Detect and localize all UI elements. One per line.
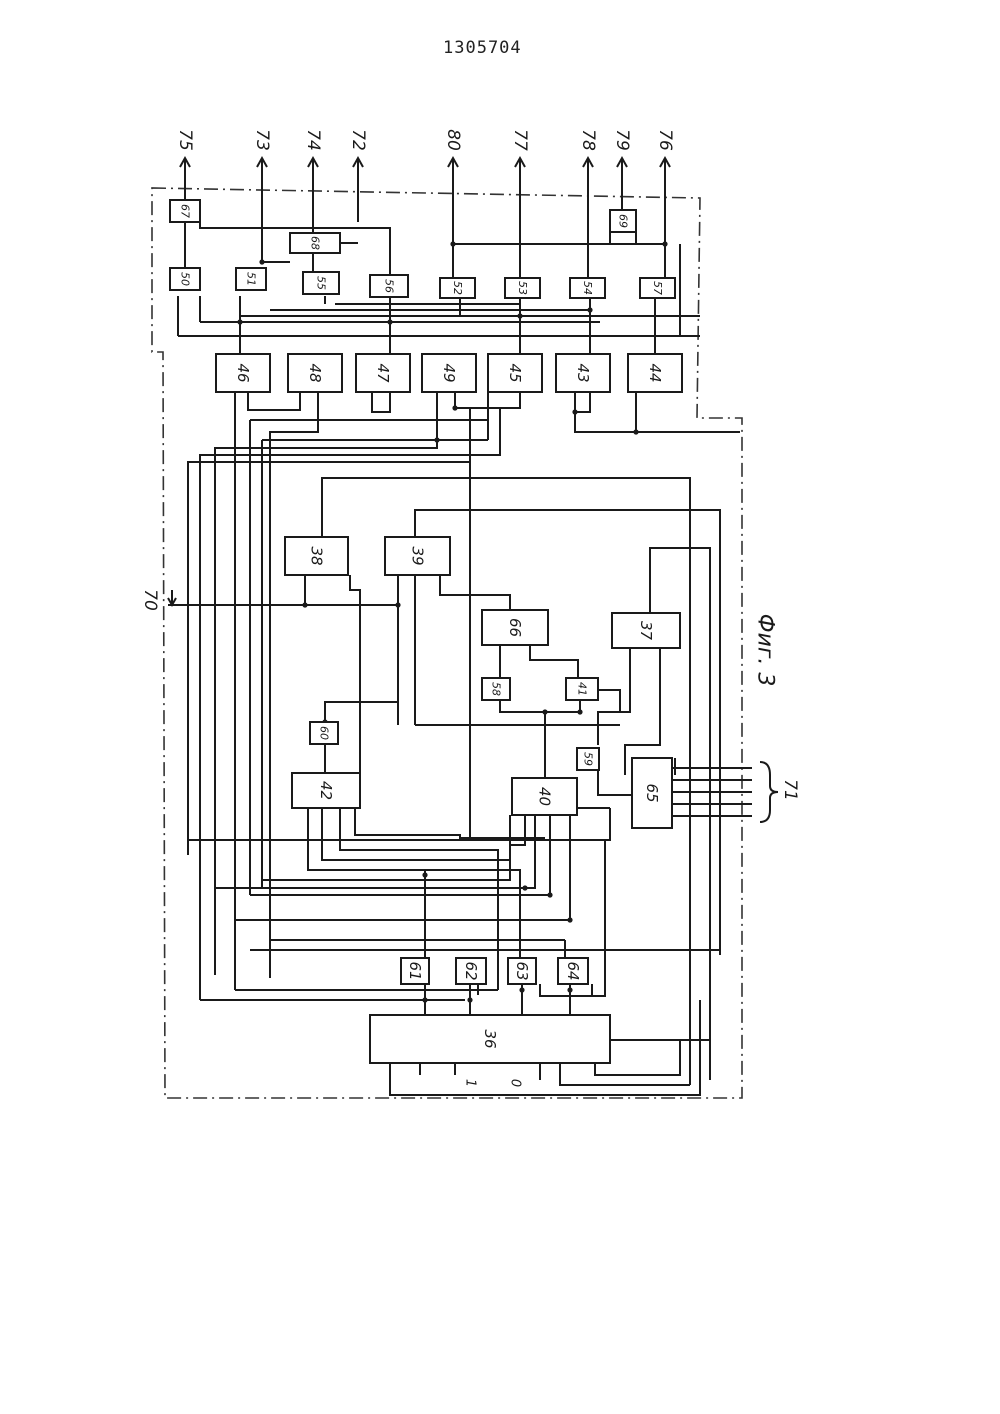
- output-label-78: 78: [578, 129, 598, 151]
- output-label-75: 75: [175, 129, 195, 151]
- block-41-label: 41: [576, 682, 589, 696]
- block-47-label: 47: [374, 363, 392, 383]
- block-51: 51: [236, 268, 266, 290]
- output-label-74: 74: [303, 129, 323, 151]
- block-49: 49: [422, 354, 476, 392]
- input-71-brace: [760, 762, 778, 822]
- block-56: 56: [370, 275, 408, 297]
- input-label-70: 70: [140, 589, 160, 611]
- block-59: 59: [577, 748, 599, 770]
- output-label-79: 79: [612, 129, 632, 151]
- block-61: 61: [401, 958, 429, 984]
- block-63: 63: [508, 958, 536, 984]
- block-69-label: 69: [617, 214, 630, 228]
- block-44-label: 44: [646, 363, 664, 382]
- block-54-label: 54: [581, 281, 594, 295]
- block-51-label: 51: [245, 272, 258, 286]
- figure-caption: Фиг. 3: [753, 614, 778, 687]
- block-69: 69: [610, 210, 636, 232]
- block-48: 48: [288, 354, 342, 392]
- block-58-label: 58: [490, 682, 503, 696]
- block-55-label: 55: [315, 276, 328, 290]
- output-label-76: 76: [655, 129, 675, 151]
- block-46-label: 46: [234, 363, 252, 382]
- block-60-label: 60: [318, 726, 331, 740]
- block-40: 40: [512, 778, 577, 815]
- block-55: 55: [303, 272, 339, 294]
- block-65: 65: [632, 758, 672, 828]
- block-64: 64: [558, 958, 588, 984]
- block-38-label: 38: [308, 546, 326, 565]
- bus-36-label-0: 0: [508, 1079, 523, 1087]
- block-66: 66: [482, 610, 548, 645]
- block-60: 60: [310, 722, 338, 744]
- block-43: 43: [556, 354, 610, 392]
- output-label-72: 72: [348, 129, 368, 151]
- block-41: 41: [566, 678, 598, 700]
- block-36: 36: [370, 1015, 610, 1063]
- block-43-label: 43: [574, 363, 592, 382]
- block-67-label: 67: [179, 204, 192, 218]
- output-label-77: 77: [510, 129, 530, 151]
- block-38: 38: [285, 537, 348, 575]
- block-37: 37: [612, 613, 680, 648]
- block-44: 44: [628, 354, 682, 392]
- block-68-label: 68: [309, 236, 322, 250]
- block-47: 47: [356, 354, 410, 392]
- block-45-label: 45: [506, 363, 524, 382]
- block-42: 42: [292, 773, 360, 808]
- block-37-label: 37: [637, 621, 655, 641]
- block-39-label: 39: [409, 546, 427, 565]
- block-50-label: 50: [179, 272, 192, 286]
- block-52: 52: [440, 278, 475, 298]
- block-67: 67: [170, 200, 200, 222]
- block-50: 50: [170, 268, 200, 290]
- block-53-label: 53: [516, 281, 529, 295]
- block-46: 46: [216, 354, 270, 392]
- block-65-label: 65: [643, 783, 661, 802]
- block-49-label: 49: [440, 363, 458, 382]
- output-label-80: 80: [443, 129, 463, 151]
- block-39: 39: [385, 537, 450, 575]
- block-40-label: 40: [536, 787, 554, 806]
- block-56-label: 56: [383, 279, 396, 293]
- block-57-label: 57: [651, 281, 664, 295]
- input-label-71: 71: [780, 779, 800, 801]
- block-62-label: 62: [462, 961, 480, 980]
- block-52-label: 52: [451, 281, 464, 295]
- block-58: 58: [482, 678, 510, 700]
- block-36-label: 36: [481, 1029, 499, 1048]
- block-48-label: 48: [306, 363, 324, 382]
- block-42-label: 42: [317, 781, 335, 800]
- block-45: 45: [488, 354, 542, 392]
- block-57: 57: [640, 278, 675, 298]
- block-59-label: 59: [582, 752, 595, 766]
- block-61-label: 61: [406, 961, 424, 980]
- block-66-label: 66: [506, 618, 524, 637]
- block-53: 53: [505, 278, 540, 298]
- block-62: 62: [456, 958, 486, 984]
- bus-36-label-1: 1: [463, 1079, 478, 1087]
- block-64-label: 64: [564, 961, 582, 980]
- block-63-label: 63: [513, 961, 531, 980]
- block-54: 54: [570, 278, 605, 298]
- output-label-73: 73: [252, 129, 272, 151]
- block-68: 68: [290, 233, 340, 253]
